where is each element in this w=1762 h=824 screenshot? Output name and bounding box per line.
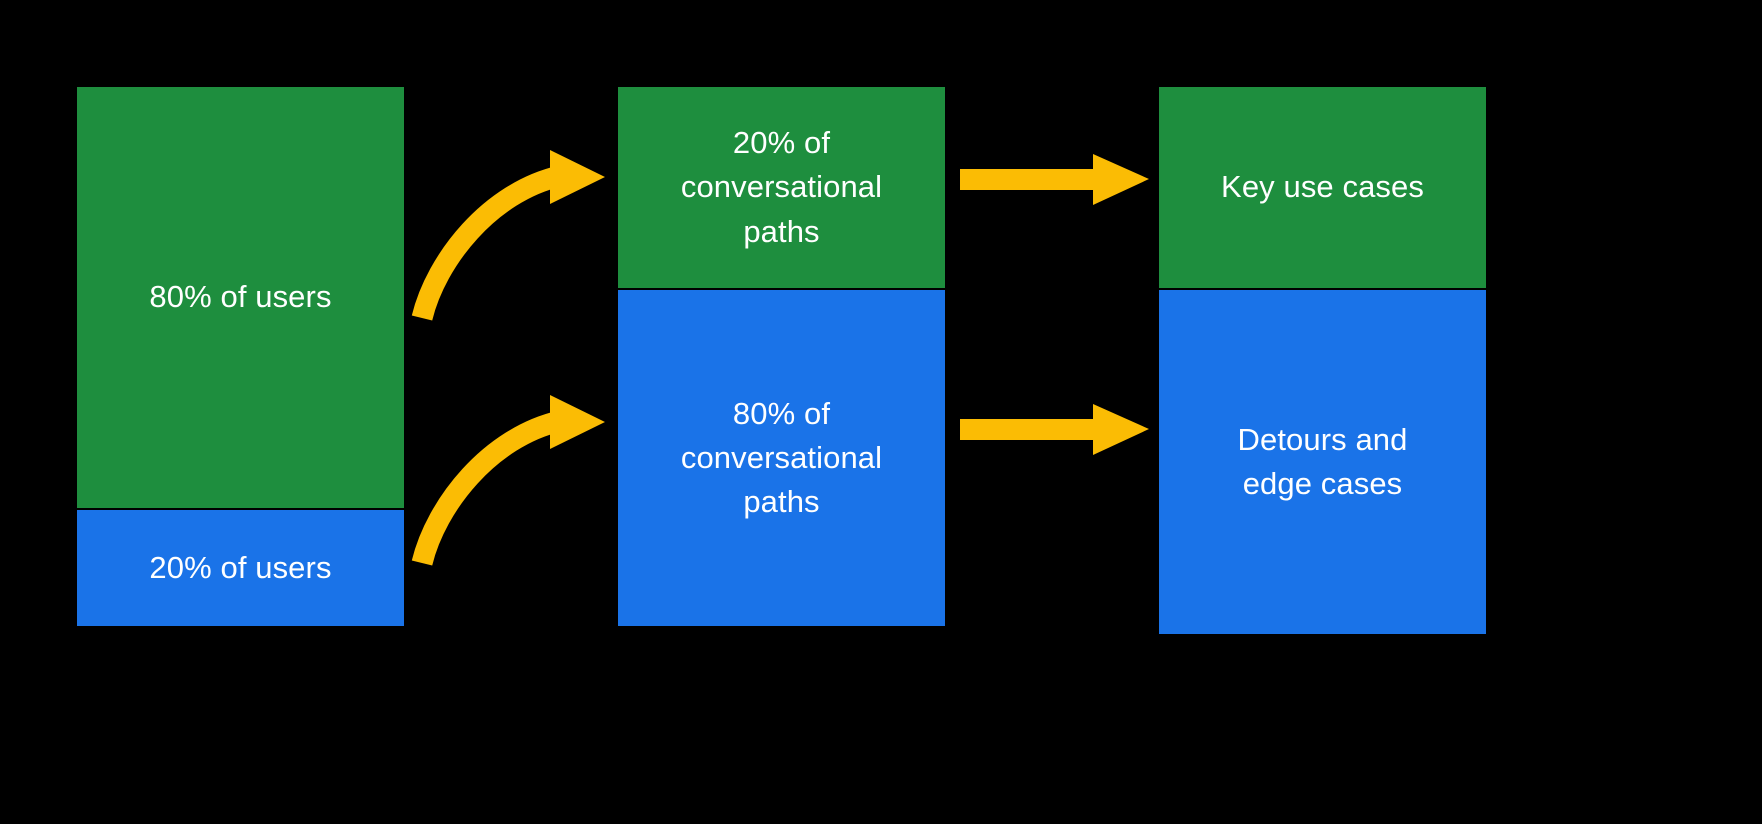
straight-arrow-icon-top (960, 154, 1149, 205)
curved-arrow-icon-top (411, 150, 605, 321)
conversational-paths-column: 20% of conversational paths 80% of conve… (618, 87, 945, 626)
segment-detours-edge-cases[interactable]: Detours and edge cases (1159, 290, 1486, 634)
segment-label: Key use cases (1221, 169, 1424, 205)
segment-label: 80% of users (149, 279, 332, 315)
segment-label: 20% of users (149, 549, 332, 585)
segment-label: 80% of conversational paths (680, 395, 883, 519)
users-column: 80% of users 20% of users (77, 87, 404, 626)
segment-paths-majority[interactable]: 80% of conversational paths (618, 290, 945, 626)
segment-label: 20% of conversational paths (680, 125, 883, 249)
segment-users-majority[interactable]: 80% of users (77, 87, 404, 508)
segment-users-minority[interactable]: 20% of users (77, 510, 404, 626)
segment-key-use-cases[interactable]: Key use cases (1159, 87, 1486, 288)
segment-paths-minority[interactable]: 20% of conversational paths (618, 87, 945, 288)
segment-label: Detours and edge cases (1237, 421, 1408, 501)
use-cases-column: Key use cases Detours and edge cases (1159, 87, 1486, 634)
straight-arrow-icon-bottom (960, 404, 1149, 455)
curved-arrow-icon-bottom (411, 395, 605, 566)
